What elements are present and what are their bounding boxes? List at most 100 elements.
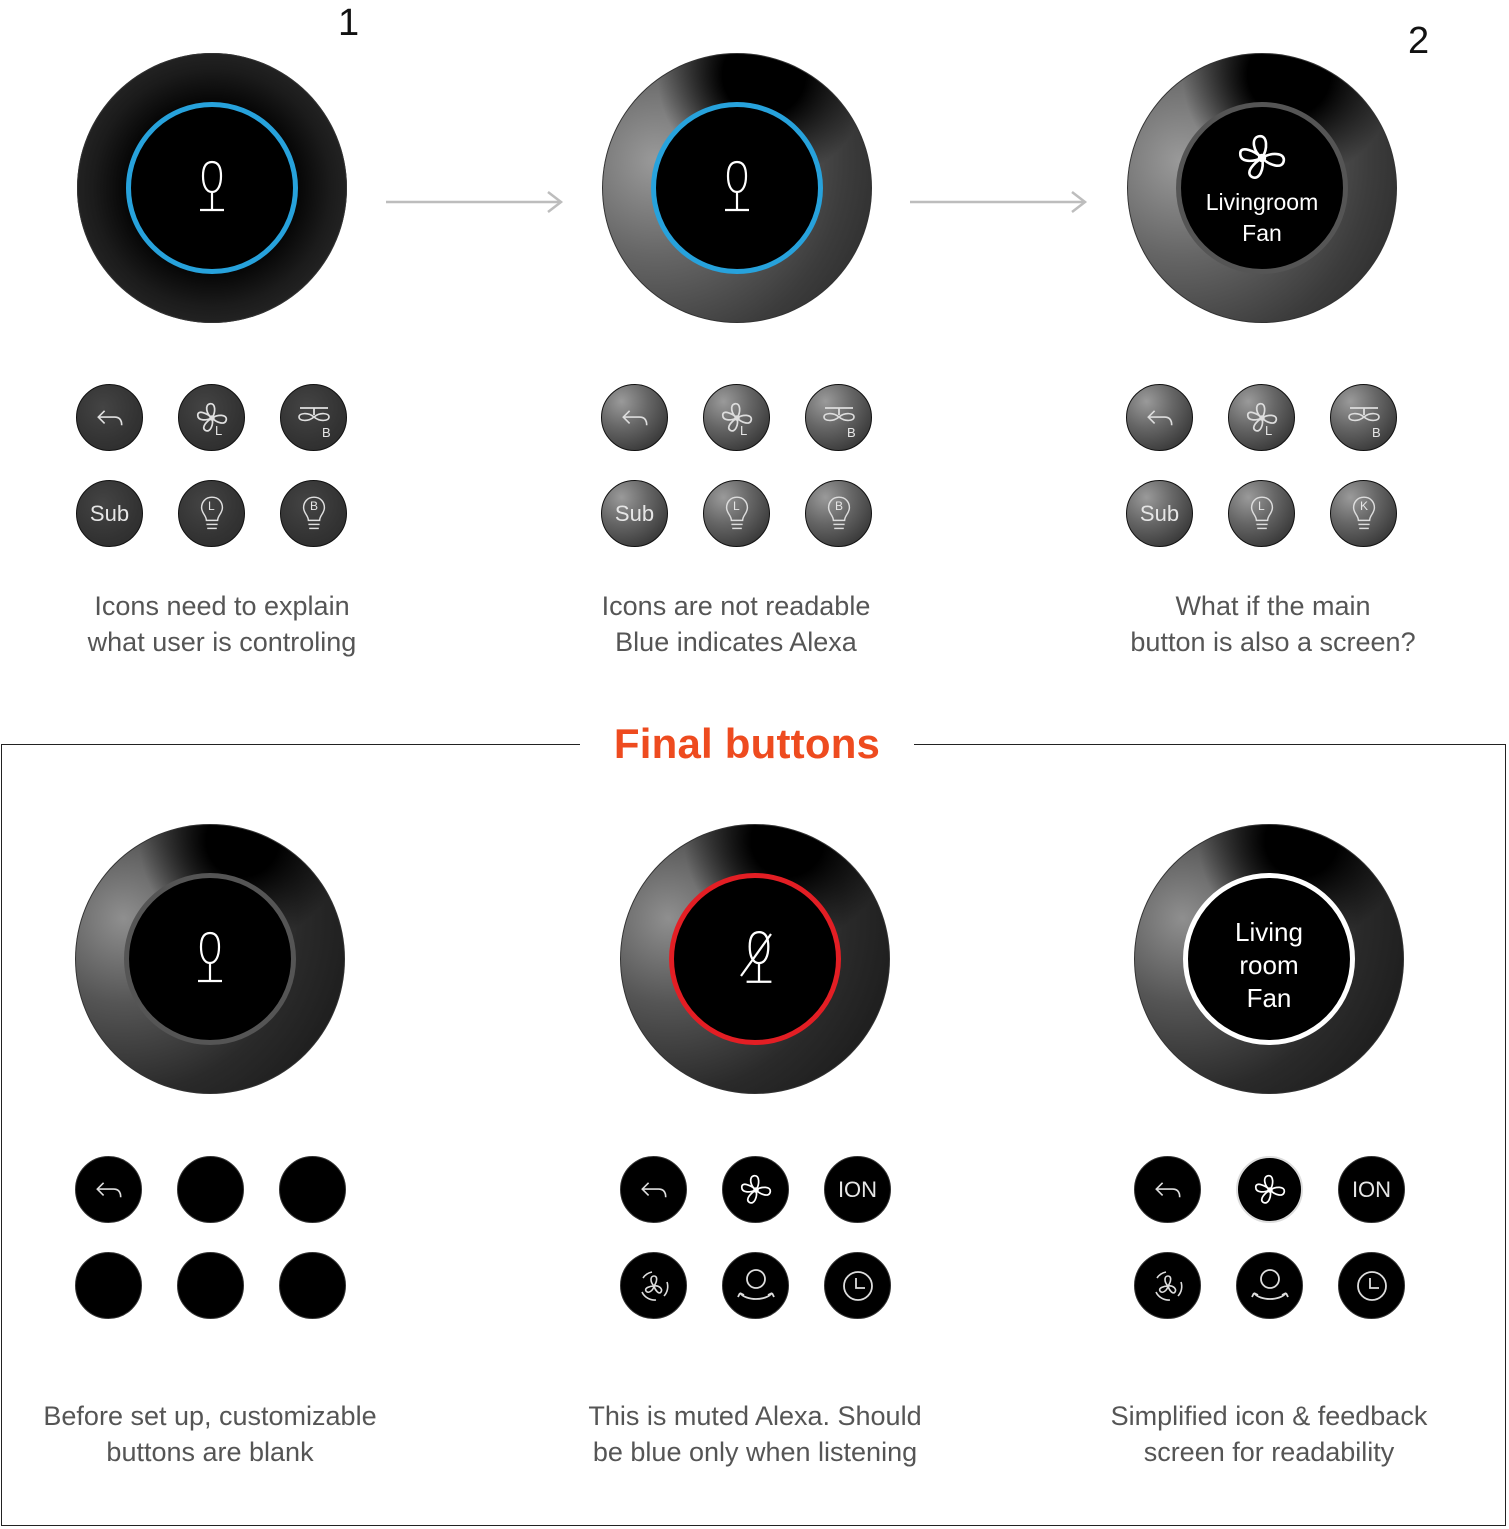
- rotate-fan-icon: [634, 1266, 674, 1306]
- muted-alexa-screen[interactable]: [669, 873, 841, 1045]
- ceiling-fan-button[interactable]: B: [1330, 384, 1397, 451]
- fan-icon: [1251, 1171, 1289, 1209]
- kitchen-bulb-button[interactable]: K: [1330, 480, 1397, 547]
- sub-button[interactable]: Sub: [601, 480, 668, 547]
- fan-icon: [1243, 399, 1281, 437]
- fan-icon: [718, 399, 756, 437]
- button-letter: L: [1265, 423, 1273, 438]
- timer-button[interactable]: [1338, 1252, 1405, 1319]
- timer-button[interactable]: [824, 1252, 891, 1319]
- blank-button[interactable]: [279, 1156, 346, 1223]
- light-bulb-button[interactable]: L: [1228, 480, 1295, 547]
- microphone-icon: [192, 158, 232, 218]
- back-button[interactable]: [1134, 1156, 1201, 1223]
- blank-button[interactable]: [177, 1252, 244, 1319]
- button-letter: B: [1372, 425, 1381, 440]
- button-label: Sub: [1139, 500, 1180, 526]
- back-arrow-icon: [92, 400, 128, 436]
- blank-button[interactable]: [279, 1252, 346, 1319]
- ceiling-fan-button[interactable]: B: [805, 384, 872, 451]
- oscillate-button[interactable]: [1236, 1252, 1303, 1319]
- blank-button[interactable]: [177, 1156, 244, 1223]
- back-arrow-icon: [636, 1172, 672, 1208]
- back-button[interactable]: [1126, 384, 1193, 451]
- main-dial[interactable]: [75, 824, 345, 1094]
- back-button[interactable]: [601, 384, 668, 451]
- back-arrow-icon: [617, 400, 653, 436]
- blank-button[interactable]: [75, 1252, 142, 1319]
- fan-icon: [193, 399, 231, 437]
- final-title: Final buttons: [613, 720, 881, 767]
- light-bulb-button[interactable]: L: [703, 480, 770, 547]
- fan-light-button[interactable]: L: [178, 384, 245, 451]
- fan-button[interactable]: [722, 1156, 789, 1223]
- fan-icon: [737, 1171, 775, 1209]
- arrow-right-icon: [386, 191, 564, 213]
- back-button[interactable]: [76, 384, 143, 451]
- alexa-screen[interactable]: [651, 102, 823, 274]
- sub-button[interactable]: Sub: [1126, 480, 1193, 547]
- button-letter: L: [733, 499, 740, 513]
- back-button[interactable]: [620, 1156, 687, 1223]
- oscillate-button[interactable]: [722, 1252, 789, 1319]
- bedroom-bulb-button[interactable]: B: [280, 480, 347, 547]
- button-label: Sub: [89, 500, 130, 526]
- button-letter: L: [740, 423, 748, 438]
- button-letter: B: [835, 499, 844, 513]
- main-dial[interactable]: [602, 53, 872, 323]
- back-arrow-icon: [1150, 1172, 1186, 1208]
- microphone-icon: [717, 158, 757, 218]
- final-title-label: Final buttons: [580, 712, 914, 776]
- button-letter: L: [215, 423, 223, 438]
- button-letter: B: [847, 425, 856, 440]
- fan-light-button[interactable]: L: [703, 384, 770, 451]
- button-letter: B: [322, 425, 331, 440]
- stage-number-2: 2: [1408, 20, 1430, 62]
- ion-button[interactable]: ION: [824, 1156, 891, 1223]
- button-letter: L: [208, 499, 215, 513]
- button-label: ION: [1351, 1176, 1392, 1202]
- main-dial[interactable]: [77, 53, 347, 323]
- person-oscillate-icon: [1248, 1264, 1292, 1308]
- alexa-screen[interactable]: [124, 873, 296, 1045]
- clock-icon: [838, 1266, 878, 1306]
- clock-icon: [1352, 1266, 1392, 1306]
- alexa-screen[interactable]: [126, 102, 298, 274]
- muted-microphone-icon: [740, 928, 779, 990]
- back-button[interactable]: [75, 1156, 142, 1223]
- ceiling-fan-button[interactable]: B: [280, 384, 347, 451]
- button-letter: K: [1360, 499, 1369, 513]
- arrow-right-icon: [910, 191, 1088, 213]
- main-dial[interactable]: [620, 824, 890, 1094]
- back-arrow-icon: [1142, 400, 1178, 436]
- ion-button[interactable]: ION: [1338, 1156, 1405, 1223]
- person-oscillate-icon: [734, 1264, 778, 1308]
- sub-button[interactable]: Sub: [76, 480, 143, 547]
- microphone-icon: [190, 929, 230, 989]
- fan-light-button[interactable]: L: [1228, 384, 1295, 451]
- fan-icon: [1233, 129, 1291, 187]
- button-letter: B: [310, 499, 319, 513]
- light-bulb-button[interactable]: L: [178, 480, 245, 547]
- bedroom-bulb-button[interactable]: B: [805, 480, 872, 547]
- back-arrow-icon: [91, 1172, 127, 1208]
- rotate-fan-button[interactable]: [1134, 1252, 1201, 1319]
- fan-button[interactable]: [1236, 1156, 1303, 1223]
- button-label: Sub: [614, 500, 655, 526]
- rotate-fan-button[interactable]: [620, 1252, 687, 1319]
- button-letter: L: [1258, 499, 1265, 513]
- button-label: ION: [837, 1176, 878, 1202]
- stage-number-1: 1: [338, 2, 360, 44]
